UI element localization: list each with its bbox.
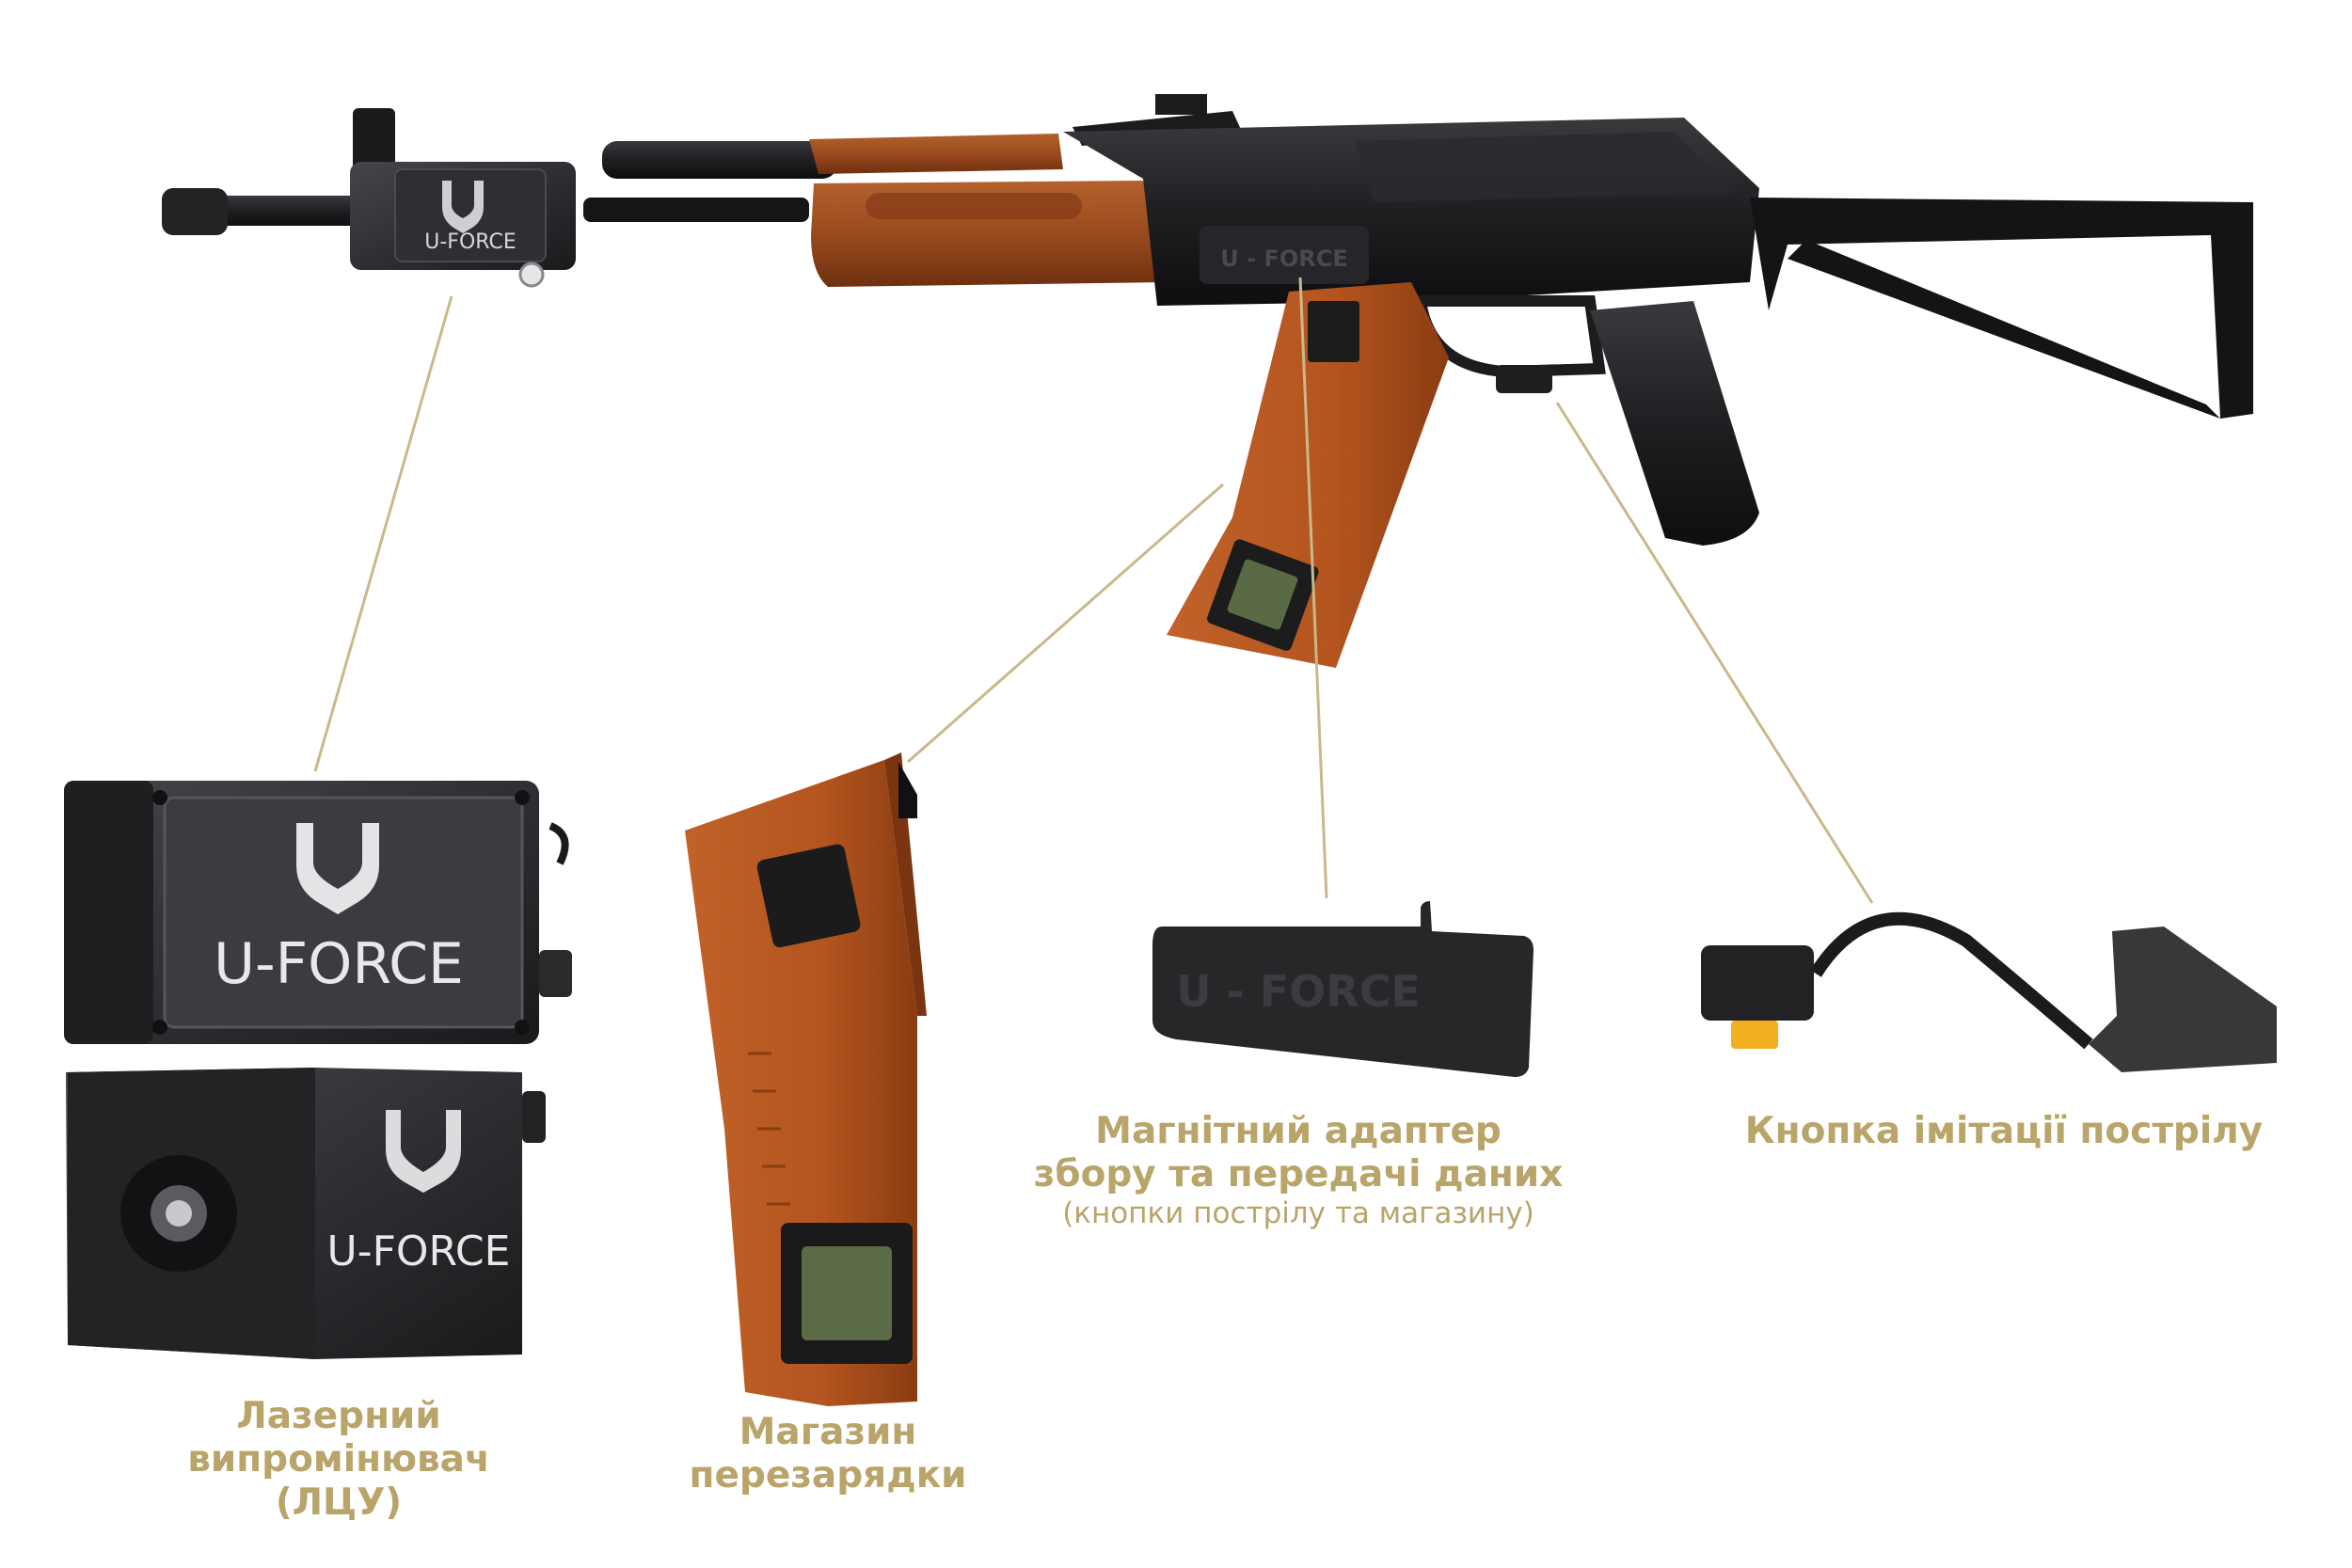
magnetic-adapter: U - FORCE [1152, 901, 1534, 1077]
rifle-gas-tube [602, 141, 837, 179]
reload-magazine [685, 752, 927, 1406]
magnetic-adapter-label: Магнітний адаптер збору та передачі дани… [1016, 1110, 1581, 1231]
rifle-upper-handguard [809, 134, 1063, 174]
adapter-label-sub: (кнопки пострілу та магазину) [1062, 1196, 1534, 1231]
callout-lines [313, 277, 1874, 904]
trigger-label-line1: Кнопка імітації пострілу [1744, 1110, 2264, 1152]
shot-button-label: Кнопка імітації пострілу [1740, 1110, 2267, 1153]
laser-label-line2: випромінювач (ЛЦУ) [187, 1438, 490, 1525]
adapter-label-line1: Магнітний адаптер [1095, 1110, 1502, 1152]
adapter-brand-text: U - FORCE [1176, 966, 1421, 1017]
rifle-lower-barrel [583, 198, 809, 222]
callout-line-magazine [907, 483, 1224, 764]
laser-emitter-label: Лазерний випромінювач (ЛЦУ) [141, 1395, 536, 1525]
laser-front-brand-text: U-FORCE [214, 931, 464, 997]
mounted-adapter-text: U - FORCE [1220, 245, 1347, 272]
callout-line-adapter [1298, 277, 1328, 899]
mounted-brand-text: U-FORCE [424, 230, 516, 254]
rifle-pistol-grip [1590, 301, 1759, 546]
laser-label-line1: Лазерний [236, 1395, 441, 1437]
magazine-label-line2: перезарядки [689, 1454, 967, 1497]
laser-unit-front-view: U-FORCE [64, 781, 572, 1044]
laser-angled-brand-text: U-FORCE [327, 1227, 511, 1275]
adapter-label-line2: збору та передачі даних [1033, 1153, 1564, 1196]
laser-emitter-mounted: U-FORCE [350, 162, 576, 288]
rifle-folding-stock [1750, 198, 2253, 419]
reload-magazine-label: Магазин перезарядки [649, 1411, 1007, 1497]
rifle: U-FORCE U - FORCE [162, 94, 2253, 668]
callout-line-trigger [1555, 402, 1874, 904]
callout-line-laser [313, 295, 453, 772]
laser-unit-angled-view: U-FORCE [66, 1068, 546, 1359]
adapter-mounted: U - FORCE [1200, 226, 1369, 284]
rifle-muzzle-brake [162, 188, 228, 235]
shot-simulation-button [1701, 911, 2277, 1072]
trigger-button-mounted [1496, 365, 1552, 393]
magazine-label-line1: Магазин [739, 1411, 917, 1453]
